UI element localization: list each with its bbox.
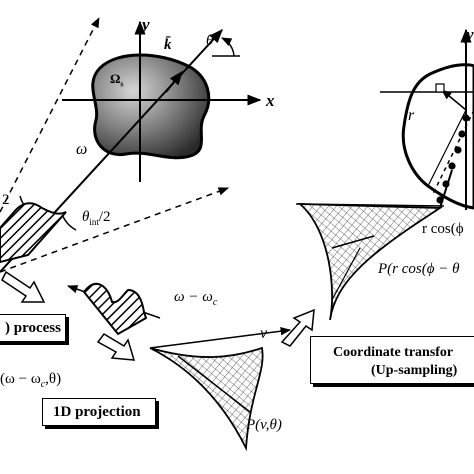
sample-point-box bbox=[435, 83, 445, 93]
hatched-spectrum-shifted bbox=[82, 282, 148, 336]
shifted-function-text: (ω − ω bbox=[0, 371, 41, 387]
v-label: v bbox=[260, 325, 268, 342]
half-angle-label: θint/2 bbox=[82, 210, 111, 227]
sample-dot-1 bbox=[462, 114, 470, 122]
right-radius-arrow bbox=[441, 89, 467, 111]
sample-dot-2 bbox=[458, 130, 466, 138]
omega-label: ω bbox=[76, 141, 88, 158]
shifted-function-subscript: c bbox=[40, 379, 46, 390]
projection-box: 1D projection bbox=[42, 398, 156, 426]
x-axis-label: x bbox=[266, 91, 275, 110]
transform-box-line2: (Up-sampling) bbox=[371, 363, 458, 378]
object-region-subscript: s bbox=[120, 79, 124, 89]
dashed-line-lower bbox=[0, 187, 229, 273]
flow-arrow-3 bbox=[280, 308, 315, 347]
dashed-line-upper bbox=[0, 17, 100, 213]
sample-dot-3 bbox=[454, 146, 462, 154]
upsampled-baseline bbox=[295, 203, 445, 207]
shifted-frequency-text: ω − ω bbox=[174, 289, 213, 305]
projection-centerline bbox=[177, 355, 251, 413]
transform-function-label: P(r cos(ϕ − θ bbox=[378, 261, 460, 277]
sample-dot-4 bbox=[448, 162, 456, 170]
process-box-label: ) process bbox=[5, 320, 61, 336]
right-radius-line bbox=[427, 109, 467, 187]
shifted-function-tail: ,θ) bbox=[45, 371, 62, 387]
right-arrow-into-curve bbox=[439, 169, 453, 209]
process-box: ) process bbox=[0, 314, 66, 342]
theta-label: θ bbox=[206, 33, 214, 49]
shifted-frequency-subscript: c bbox=[212, 297, 218, 308]
upsampled-curve bbox=[297, 203, 443, 321]
upsampled-centerline bbox=[331, 235, 375, 249]
flow-arrow-1 bbox=[1, 270, 46, 303]
v-axis bbox=[149, 327, 292, 349]
object-region-label: Ωs bbox=[110, 72, 124, 89]
half-angle-tail: /2 bbox=[98, 209, 111, 225]
shifted-frequency-label: ω − ωc bbox=[174, 290, 217, 308]
flow-arrow-2 bbox=[96, 333, 136, 361]
half-angle-subscript: int bbox=[89, 217, 99, 227]
object-region-symbol: Ω bbox=[110, 71, 121, 86]
cosine-label: r cos(ϕ bbox=[422, 221, 464, 237]
projection-box-label: 1D projection bbox=[53, 404, 141, 420]
projection-function-label: P(v,θ) bbox=[246, 417, 282, 433]
transform-box: Coordinate transfor (Up-sampling) bbox=[310, 336, 474, 384]
theta-arc bbox=[221, 37, 235, 57]
radius-label: r bbox=[408, 107, 415, 124]
k-vector-label: k̄ bbox=[164, 37, 172, 53]
y-axis-label: y bbox=[142, 15, 150, 34]
transform-box-line1: Coordinate transfor bbox=[333, 345, 454, 360]
upsampled-diagonal bbox=[331, 247, 361, 301]
hatched-spectrum-top bbox=[0, 202, 67, 264]
shifted-function-label: (ω − ωc,θ) bbox=[0, 372, 61, 390]
projection-curve bbox=[149, 346, 264, 452]
right-y-axis-label: y bbox=[466, 25, 474, 44]
half-angle-left-label: 2 bbox=[2, 192, 10, 208]
half-angle-arc-right bbox=[61, 213, 77, 231]
half-angle-theta: θ bbox=[82, 209, 90, 225]
